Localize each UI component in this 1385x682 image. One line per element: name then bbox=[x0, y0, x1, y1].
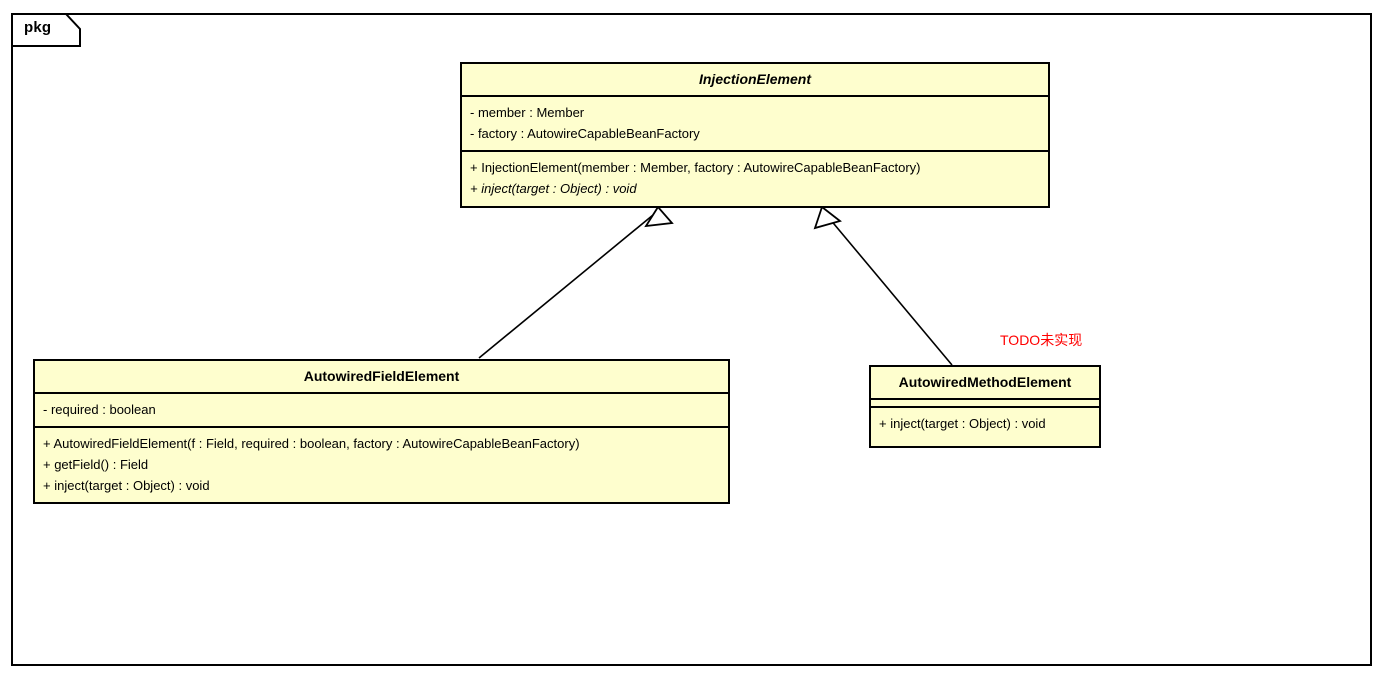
attribute-row: - factory : AutowireCapableBeanFactory bbox=[470, 126, 700, 141]
compartment-divider bbox=[871, 398, 1099, 400]
operation-row: + inject(target : Object) : void bbox=[879, 416, 1046, 431]
operation-row: + getField() : Field bbox=[43, 457, 149, 472]
operations-compartment-autowiredfieldelement: + AutowiredFieldElement(f : Field, requi… bbox=[35, 428, 728, 502]
operation-row: + InjectionElement(member : Member, fact… bbox=[470, 160, 921, 175]
compartment-divider bbox=[35, 426, 728, 428]
class-box-autowiredfieldelement[interactable]: AutowiredFieldElement - required : boole… bbox=[33, 359, 730, 504]
attributes-compartment-autowiredfieldelement: - required : boolean bbox=[35, 394, 728, 426]
attributes-compartment-injectionelement: - member : Member - factory : AutowireCa… bbox=[462, 97, 1048, 150]
operation-row: + inject(target : Object) : void bbox=[43, 478, 210, 493]
operation-row-abstract: + inject(target : Object) : void bbox=[470, 181, 637, 196]
operations-compartment-autowiredmethodelement: + inject(target : Object) : void bbox=[871, 408, 1099, 440]
operation-row: + AutowiredFieldElement(f : Field, requi… bbox=[43, 436, 580, 451]
class-box-injectionelement[interactable]: InjectionElement - member : Member - fac… bbox=[460, 62, 1050, 208]
class-title-autowiredmethodelement: AutowiredMethodElement bbox=[898, 374, 1072, 390]
attribute-row: - member : Member bbox=[470, 105, 585, 120]
operations-compartment-injectionelement: + InjectionElement(member : Member, fact… bbox=[462, 152, 1048, 205]
package-label: pkg bbox=[24, 19, 52, 36]
package-frame bbox=[11, 13, 1372, 666]
class-title-autowiredfieldelement: AutowiredFieldElement bbox=[303, 368, 460, 384]
todo-note: TODO未实现 bbox=[1000, 332, 1083, 348]
class-box-autowiredmethodelement[interactable]: AutowiredMethodElement + inject(target :… bbox=[869, 365, 1101, 448]
compartment-divider bbox=[462, 150, 1048, 152]
attribute-row: - required : boolean bbox=[43, 402, 156, 417]
class-title-injectionelement: InjectionElement bbox=[698, 71, 812, 87]
compartment-divider bbox=[462, 95, 1048, 97]
compartment-divider bbox=[871, 406, 1099, 408]
compartment-divider bbox=[35, 392, 728, 394]
